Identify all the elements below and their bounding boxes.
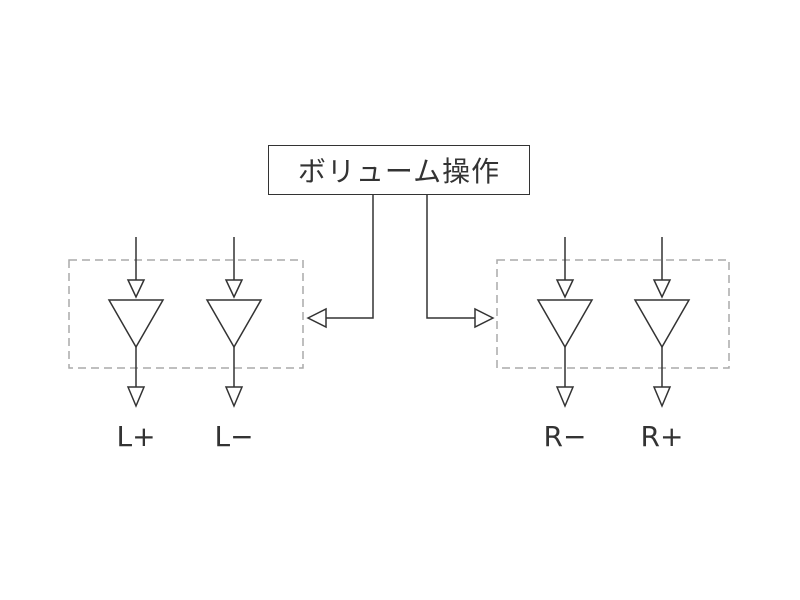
volume-to-right-arrow xyxy=(474,307,495,329)
right-amp-group xyxy=(496,259,730,369)
volume-control-box: ボリューム操作 xyxy=(268,145,530,195)
volume-control-label: ボリューム操作 xyxy=(297,155,501,188)
amplifier-l-minus xyxy=(205,237,263,408)
volume-to-left-arrow xyxy=(306,307,327,329)
volume-to-right-line xyxy=(426,195,475,319)
left-amp-group xyxy=(68,259,304,369)
amplifier-r-plus xyxy=(633,237,691,408)
output-label-r-plus: R+ xyxy=(640,420,684,453)
output-label-l-plus: L+ xyxy=(116,420,156,453)
volume-to-left-line xyxy=(326,195,374,319)
amplifier-l-plus xyxy=(107,237,165,408)
output-label-r-minus: R− xyxy=(543,420,587,453)
amplifier-r-minus xyxy=(536,237,594,408)
output-label-l-minus: L− xyxy=(214,420,254,453)
